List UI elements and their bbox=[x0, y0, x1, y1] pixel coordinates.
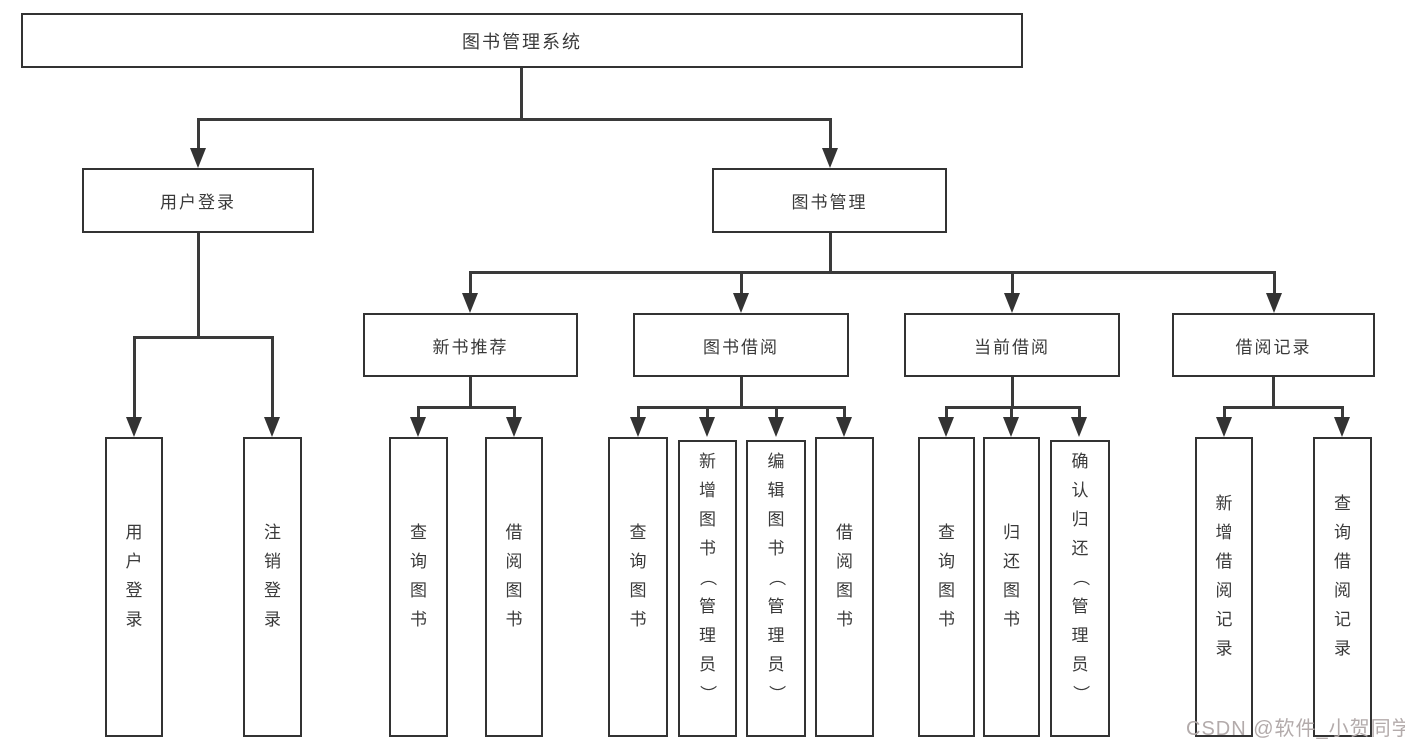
arrow-down-icon bbox=[462, 293, 478, 313]
arrow-down-icon bbox=[506, 417, 522, 437]
connector-line bbox=[637, 406, 640, 420]
connector-line bbox=[1341, 406, 1344, 420]
connector-line bbox=[133, 336, 136, 420]
connector-line bbox=[513, 406, 516, 420]
connector-line bbox=[1078, 406, 1081, 420]
connector-line bbox=[706, 406, 709, 420]
leaf-records-add-borrow-record: 新增借阅记录 bbox=[1195, 437, 1253, 737]
arrow-down-icon bbox=[822, 148, 838, 168]
node-borrowing-records: 借阅记录 bbox=[1172, 313, 1375, 377]
connector-line bbox=[469, 271, 1276, 274]
connector-line bbox=[417, 406, 420, 420]
connector-line bbox=[829, 118, 832, 151]
connector-line bbox=[945, 406, 948, 420]
connector-line bbox=[829, 233, 832, 273]
node-book-borrowing: 图书借阅 bbox=[633, 313, 849, 377]
connector-line bbox=[637, 406, 845, 409]
connector-line bbox=[843, 406, 846, 420]
leaf-current-query-books: 查询图书 bbox=[918, 437, 975, 737]
node-user-login: 用户登录 bbox=[82, 168, 314, 233]
connector-line bbox=[469, 377, 472, 408]
connector-line bbox=[469, 271, 472, 296]
connector-line bbox=[1010, 406, 1013, 420]
leaf-newbooks-query-books: 查询图书 bbox=[389, 437, 448, 737]
arrow-down-icon bbox=[938, 417, 954, 437]
arrow-down-icon bbox=[1266, 293, 1282, 313]
leaf-records-query-borrow-record: 查询借阅记录 bbox=[1313, 437, 1372, 737]
node-new-book-recommendation: 新书推荐 bbox=[363, 313, 578, 377]
connector-line bbox=[197, 118, 200, 151]
connector-line bbox=[1223, 406, 1226, 420]
arrow-down-icon bbox=[190, 148, 206, 168]
connector-line bbox=[1011, 271, 1014, 296]
connector-line bbox=[133, 336, 274, 339]
node-library-management-system: 图书管理系统 bbox=[21, 13, 1023, 68]
connector-line bbox=[1273, 271, 1276, 296]
leaf-current-confirm-return-admin: 确认归还（管理员） bbox=[1050, 440, 1110, 737]
leaf-logout-login: 注销登录 bbox=[243, 437, 302, 737]
arrow-down-icon bbox=[1071, 417, 1087, 437]
node-book-management: 图书管理 bbox=[712, 168, 947, 233]
arrow-down-icon bbox=[410, 417, 426, 437]
connector-line bbox=[1223, 406, 1343, 409]
arrow-down-icon bbox=[264, 417, 280, 437]
leaf-borrowing-edit-books-admin: 编辑图书（管理员） bbox=[746, 440, 806, 737]
leaf-borrowing-borrow-books: 借阅图书 bbox=[815, 437, 874, 737]
arrow-down-icon bbox=[836, 417, 852, 437]
connector-line bbox=[520, 68, 523, 120]
connector-line bbox=[417, 406, 515, 409]
leaf-borrowing-add-books-admin: 新增图书（管理员） bbox=[678, 440, 737, 737]
arrow-down-icon bbox=[768, 417, 784, 437]
arrow-down-icon bbox=[733, 293, 749, 313]
arrow-down-icon bbox=[1003, 417, 1019, 437]
connector-line bbox=[740, 377, 743, 408]
connector-line bbox=[197, 118, 832, 121]
connector-line bbox=[740, 271, 743, 296]
leaf-current-return-books: 归还图书 bbox=[983, 437, 1040, 737]
connector-line bbox=[197, 233, 200, 338]
connector-line bbox=[1272, 377, 1275, 408]
arrow-down-icon bbox=[1334, 417, 1350, 437]
arrow-down-icon bbox=[1216, 417, 1232, 437]
leaf-borrowing-query-books: 查询图书 bbox=[608, 437, 668, 737]
arrow-down-icon bbox=[126, 417, 142, 437]
node-current-borrowing: 当前借阅 bbox=[904, 313, 1120, 377]
arrow-down-icon bbox=[699, 417, 715, 437]
leaf-user-login: 用户登录 bbox=[105, 437, 163, 737]
connector-line bbox=[1011, 377, 1014, 408]
csdn-watermark: CSDN @软件_小贺同学 bbox=[1186, 718, 1405, 740]
arrow-down-icon bbox=[1004, 293, 1020, 313]
arrow-down-icon bbox=[630, 417, 646, 437]
leaf-newbooks-borrow-books: 借阅图书 bbox=[485, 437, 543, 737]
connector-line bbox=[775, 406, 778, 420]
connector-line bbox=[271, 336, 274, 420]
connector-line bbox=[945, 406, 1080, 409]
